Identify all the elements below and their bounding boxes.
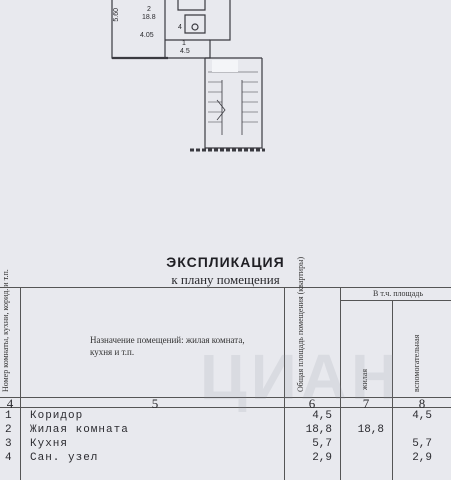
table-subhead-border (340, 300, 451, 301)
row-name: Коридор (30, 410, 84, 422)
row-aux: 5,7 (412, 438, 432, 450)
cian-watermark: ЦИАН (200, 341, 402, 413)
row-name: Жилая комната (30, 424, 129, 436)
floor-plan (111, 0, 265, 152)
row-no: 4 (5, 452, 12, 464)
explication-title: ЭКСПЛИКАЦИЯ (166, 254, 285, 270)
col-divider-1 (20, 287, 21, 480)
plan-room-number-4: 4 (178, 24, 182, 31)
header-room-no: Номер комнаты, кухни, корид. и т.п. (1, 269, 10, 392)
colnum-total: 6 (308, 396, 316, 411)
col-divider-4 (392, 300, 393, 480)
col-divider-3 (340, 287, 341, 480)
row-name: Сан. узел (30, 452, 99, 464)
row-name: Кухня (30, 438, 69, 450)
plan-room-number-1: 1 (182, 40, 186, 47)
col-divider-2 (284, 287, 285, 480)
plan-dim-bottom: 4.05 (140, 32, 154, 39)
plan-dim-left: 5.60 (113, 8, 120, 22)
colnum-purpose: 5 (151, 396, 159, 411)
header-incl-area: В т.ч. площадь (373, 289, 423, 298)
row-aux: 4,5 (412, 410, 432, 422)
plan-corridor-area: 4.5 (180, 48, 190, 55)
colnum-room: 4 (6, 396, 14, 411)
row-living: 18,8 (357, 424, 384, 436)
table-top-border (0, 287, 451, 288)
row-total: 4,5 (312, 410, 332, 422)
colnum-aux: 8 (418, 396, 426, 411)
row-aux: 2,9 (412, 452, 432, 464)
plan-room-area: 18.8 (142, 14, 156, 21)
plan-room-number: 2 (147, 6, 151, 13)
row-total: 5,7 (312, 438, 332, 450)
row-no: 3 (5, 438, 12, 450)
row-no: 1 (5, 410, 12, 422)
table-colnum-border (0, 407, 451, 408)
row-total: 18,8 (305, 424, 332, 436)
explication-subtitle: к плану помещения (171, 272, 280, 287)
row-total: 2,9 (312, 452, 332, 464)
header-purpose: Назначение помещений: жилая комната, кух… (90, 335, 245, 357)
colnum-living: 7 (362, 396, 370, 411)
row-no: 2 (5, 424, 12, 436)
table-header-border (0, 397, 451, 398)
